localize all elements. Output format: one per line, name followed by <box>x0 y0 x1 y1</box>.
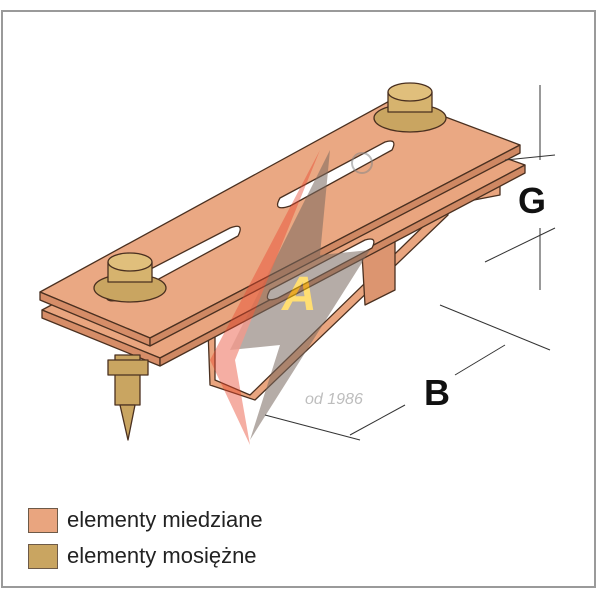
dimension-label-g: G <box>518 180 547 221</box>
dimension-lines <box>264 85 556 441</box>
watermark-logo: A od 1986 <box>210 150 373 445</box>
legend-item-brass: elementy mosiężne <box>28 543 257 569</box>
bolt-left <box>93 252 167 441</box>
svg-text:A: A <box>281 268 317 321</box>
image-frame <box>1 10 596 588</box>
copper-swatch <box>28 507 58 533</box>
legend-label: elementy miedziane <box>67 507 263 532</box>
z-bracket <box>179 177 501 401</box>
brass-swatch <box>28 543 58 569</box>
svg-text:od 1986: od 1986 <box>305 391 363 408</box>
dimension-label-b: B <box>424 372 450 413</box>
legend-item-copper: elementy miedziane <box>28 507 263 533</box>
legend-label: elementy mosiężne <box>67 543 257 568</box>
bolt-right <box>373 82 447 133</box>
slot <box>276 140 395 209</box>
